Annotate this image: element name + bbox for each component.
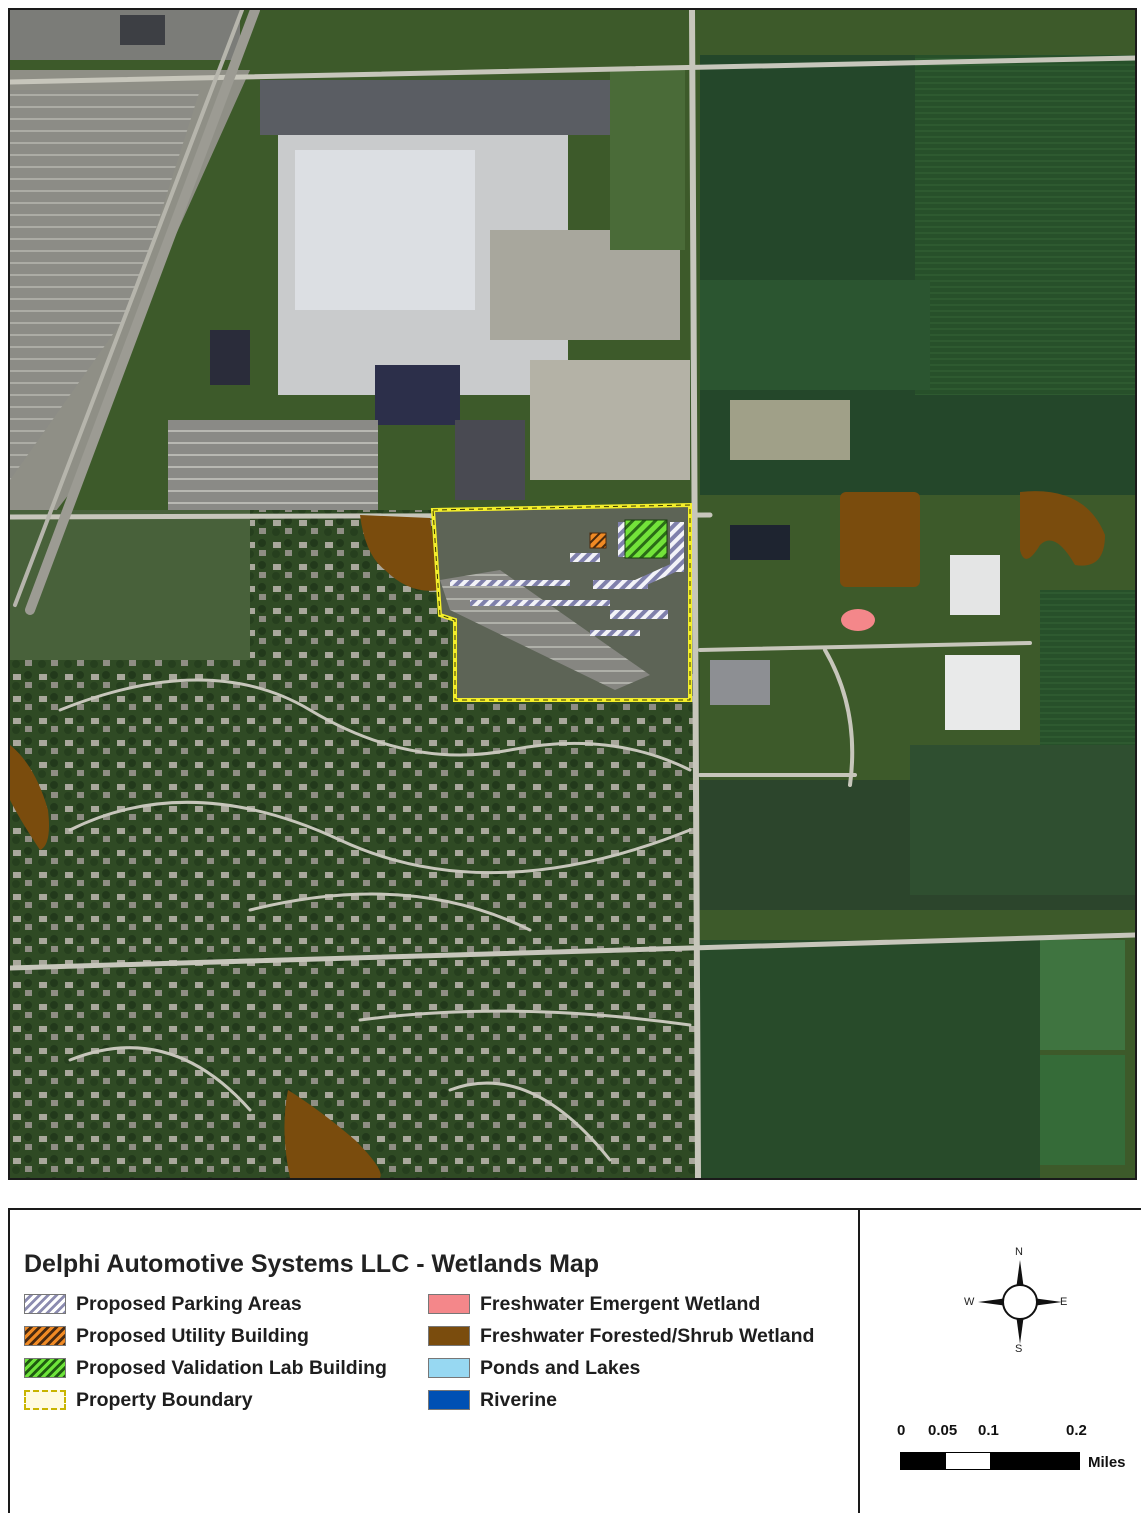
scale-tick-01: 0.1 [978, 1422, 999, 1439]
boundary-swatch-icon [24, 1390, 66, 1410]
compass-west-label: W [964, 1296, 975, 1308]
legend-item-ponds: Ponds and Lakes [428, 1356, 640, 1380]
project-site [430, 502, 692, 702]
legend-item-parking: Proposed Parking Areas [24, 1292, 302, 1316]
legend-item-boundary: Property Boundary [24, 1388, 253, 1412]
legend-label: Property Boundary [76, 1388, 253, 1411]
ponds-swatch-icon [428, 1358, 470, 1378]
legend-panel: Delphi Automotive Systems LLC - Wetlands… [8, 1208, 860, 1513]
north-arrow-icon [978, 1260, 1062, 1344]
legend-label: Freshwater Forested/Shrub Wetland [480, 1324, 815, 1347]
legend-item-riverine: Riverine [428, 1388, 557, 1412]
compass-north-label: N [1015, 1246, 1023, 1258]
legend-item-forested-wetland: Freshwater Forested/Shrub Wetland [428, 1324, 814, 1348]
legend-label: Proposed Parking Areas [76, 1292, 302, 1315]
legend-item-emergent-wetland: Freshwater Emergent Wetland [428, 1292, 760, 1316]
lab-swatch-icon [24, 1358, 66, 1378]
parking-swatch-icon [24, 1294, 66, 1314]
legend-label: Proposed Utility Building [76, 1324, 309, 1347]
compass-south-label: S [1015, 1343, 1023, 1355]
legend-item-utility: Proposed Utility Building [24, 1324, 309, 1348]
map-frame[interactable] [8, 8, 1137, 1180]
compass-east-label: E [1060, 1296, 1068, 1308]
emergent-wetland-area [841, 609, 875, 631]
scale-tick-005: 0.05 [928, 1422, 958, 1439]
scale-tick-02: 0.2 [1066, 1422, 1087, 1439]
proposed-parking-areas [450, 522, 684, 636]
forested-shrub-wetland-areas [10, 491, 1105, 1178]
compass-panel: N S E W 0 0.05 0.1 0.2 Miles [858, 1208, 1141, 1513]
legend-label: Riverine [480, 1388, 557, 1411]
legend-label: Freshwater Emergent Wetland [480, 1292, 761, 1315]
aerial-map [10, 10, 1135, 1178]
utility-swatch-icon [24, 1326, 66, 1346]
legend-label: Proposed Validation Lab Building [76, 1356, 387, 1379]
legend-label: Ponds and Lakes [480, 1356, 641, 1379]
proposed-validation-lab-building [624, 519, 668, 559]
emergent-swatch-icon [428, 1294, 470, 1314]
map-title: Delphi Automotive Systems LLC - Wetlands… [24, 1250, 600, 1278]
scale-bar [900, 1452, 1080, 1470]
scale-tick-0: 0 [897, 1422, 906, 1439]
riverine-swatch-icon [428, 1390, 470, 1410]
scale-unit-label: Miles [1088, 1454, 1126, 1471]
proposed-utility-building [589, 532, 607, 549]
property-boundary-dash [432, 504, 691, 701]
legend-item-lab: Proposed Validation Lab Building [24, 1356, 387, 1380]
forested-swatch-icon [428, 1326, 470, 1346]
